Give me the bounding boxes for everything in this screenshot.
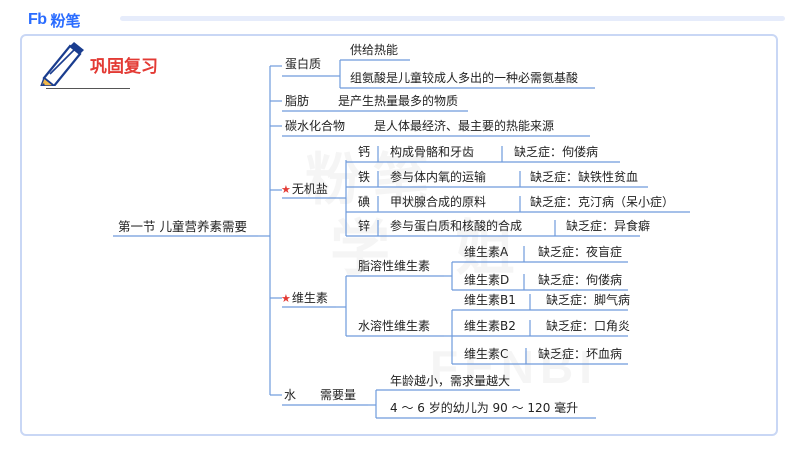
vitamin-name: 维生素B2 bbox=[464, 319, 516, 333]
mineral-function: 参与蛋白质和核酸的合成 bbox=[390, 219, 523, 233]
review-underline bbox=[46, 88, 130, 89]
node-vitamins-label: 维生素 bbox=[291, 291, 328, 305]
mineral-deficiency: 缺乏症：克汀病（呆小症） bbox=[530, 195, 675, 209]
node-water-soluble: 水溶性维生素 bbox=[358, 319, 431, 333]
node-fat: 脂肪 bbox=[285, 94, 310, 108]
node-minerals-label: 无机盐 bbox=[291, 182, 328, 196]
star-icon: ★ bbox=[281, 292, 291, 305]
brand-mark: Fb bbox=[28, 11, 47, 28]
vitamin-deficiency: 缺乏症：脚气病 bbox=[546, 293, 631, 307]
mineral-function: 构成骨骼和牙齿 bbox=[390, 145, 475, 159]
mineral-function: 甲状腺合成的原料 bbox=[390, 195, 487, 209]
star-icon: ★ bbox=[281, 183, 291, 196]
water-item: 年龄越小，需求量越大 bbox=[390, 374, 511, 388]
mineral-name: 铁 bbox=[358, 170, 371, 184]
mineral-deficiency: 缺乏症：缺铁性贫血 bbox=[530, 170, 639, 184]
header-bar bbox=[120, 16, 785, 21]
node-protein: 蛋白质 bbox=[285, 57, 322, 71]
brand-logo: Fb 粉笔 bbox=[28, 8, 81, 32]
water-item: 4 ～ 6 岁的幼儿为 90 ～ 120 毫升 bbox=[390, 401, 579, 415]
node-carbohydrate: 碳水化合物 bbox=[285, 119, 346, 133]
node-water: 水 bbox=[284, 388, 297, 402]
content-frame bbox=[20, 34, 778, 436]
node-protein-item: 组氨酸是儿童较成人多出的一种必需氨基酸 bbox=[350, 71, 579, 85]
vitamin-deficiency: 缺乏症：夜盲症 bbox=[538, 245, 623, 259]
node-fat-detail: 是产生热量最多的物质 bbox=[338, 94, 459, 108]
vitamin-deficiency: 缺乏症：佝偻病 bbox=[538, 273, 623, 287]
node-minerals: ★无机盐 bbox=[281, 181, 328, 198]
vitamin-deficiency: 缺乏症：坏血病 bbox=[538, 347, 623, 361]
node-protein-item: 供给热能 bbox=[350, 43, 399, 57]
brand-name: 粉笔 bbox=[50, 11, 81, 30]
mineral-name: 碘 bbox=[358, 195, 371, 209]
node-water-requirement: 需要量 bbox=[320, 388, 357, 402]
mineral-name: 钙 bbox=[358, 145, 371, 159]
mineral-deficiency: 缺乏症：佝偻病 bbox=[514, 145, 599, 159]
mineral-name: 锌 bbox=[358, 219, 371, 233]
node-fat-soluble: 脂溶性维生素 bbox=[358, 259, 431, 273]
vitamin-name: 维生素C bbox=[464, 347, 509, 361]
vitamin-name: 维生素A bbox=[464, 245, 509, 259]
node-vitamins: ★维生素 bbox=[281, 290, 328, 307]
vitamin-name: 维生素D bbox=[464, 273, 510, 287]
pencil-icon bbox=[40, 42, 84, 86]
mineral-deficiency: 缺乏症：异食癖 bbox=[566, 219, 651, 233]
review-title: 巩固复习 bbox=[90, 57, 158, 77]
vitamin-deficiency: 缺乏症：口角炎 bbox=[546, 319, 631, 333]
node-carbohydrate-detail: 是人体最经济、最主要的热能来源 bbox=[374, 119, 555, 133]
mineral-function: 参与体内氧的运输 bbox=[390, 170, 487, 184]
vitamin-name: 维生素B1 bbox=[464, 293, 516, 307]
mindmap-root: 第一节 儿童营养素需要 bbox=[118, 219, 247, 234]
